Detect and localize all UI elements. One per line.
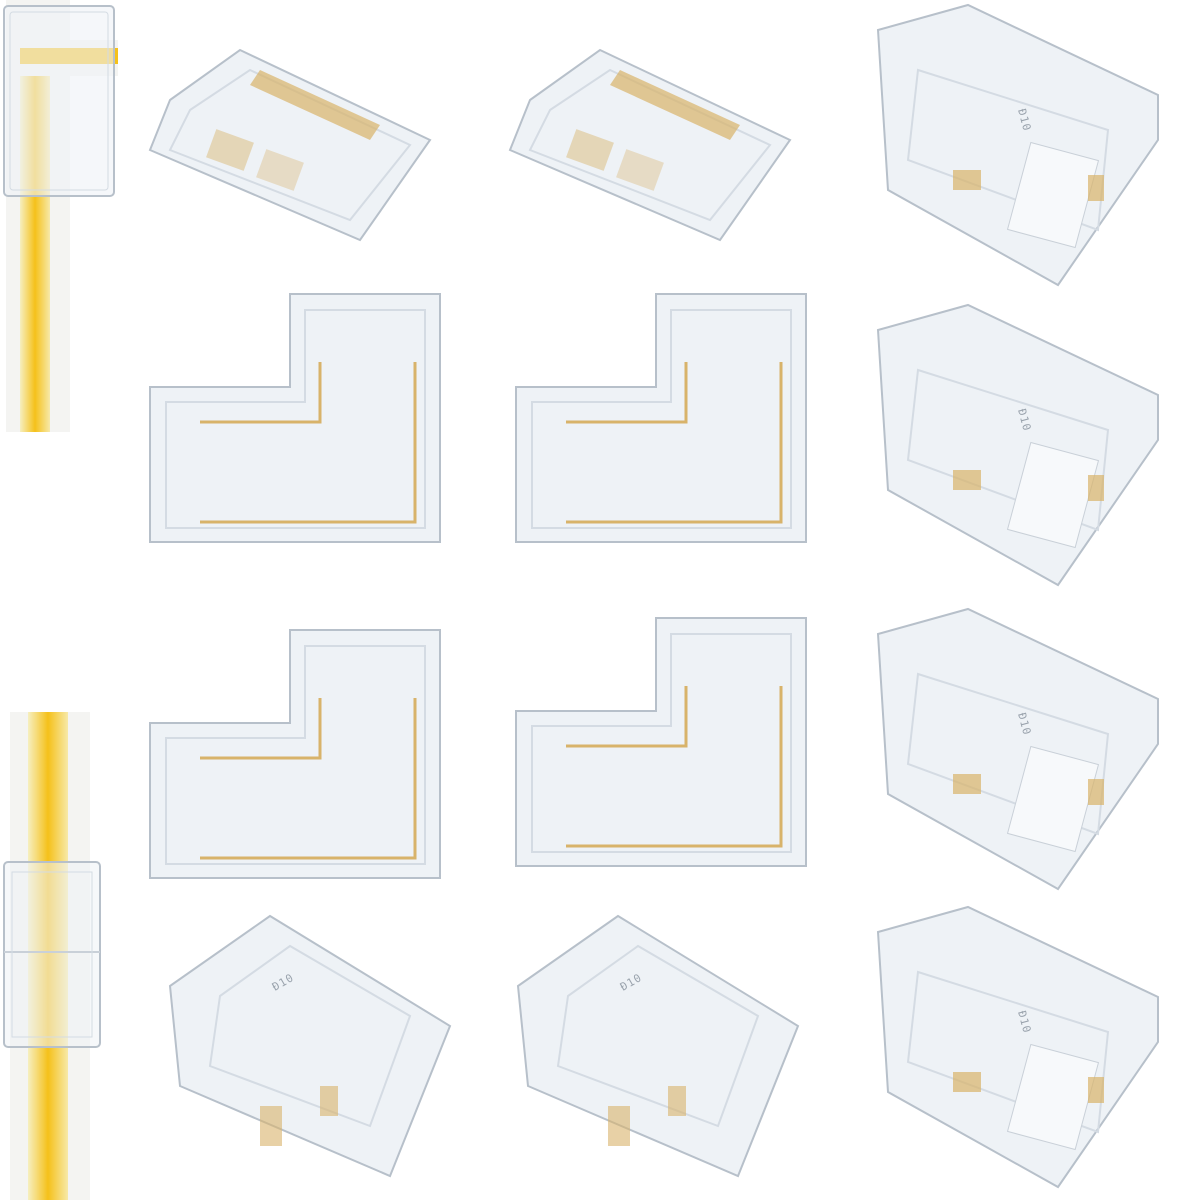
led-strip-l-demo xyxy=(0,0,118,432)
gap-connector-small: Ð10 xyxy=(508,906,808,1196)
straight-connector xyxy=(500,40,800,250)
led-strip-straight-demo xyxy=(0,712,104,1200)
connector-imprint: Ð10 xyxy=(1015,407,1033,432)
connector-imprint: Ð10 xyxy=(1015,711,1033,736)
gap-connector: Ð10 xyxy=(858,604,1176,894)
l-connector xyxy=(140,628,450,892)
gap-connector-small: Ð10 xyxy=(160,906,460,1196)
l-connector xyxy=(140,292,450,556)
connector-imprint: Ð10 xyxy=(1015,1009,1033,1034)
l-connector xyxy=(506,616,816,880)
gap-connector: Ð10 xyxy=(858,300,1176,590)
connector-imprint: Ð10 xyxy=(1015,107,1033,132)
gap-connector: Ð10 xyxy=(858,902,1176,1192)
straight-connector xyxy=(140,40,440,250)
gap-connector: Ð10 xyxy=(858,0,1176,290)
l-connector xyxy=(506,292,816,556)
